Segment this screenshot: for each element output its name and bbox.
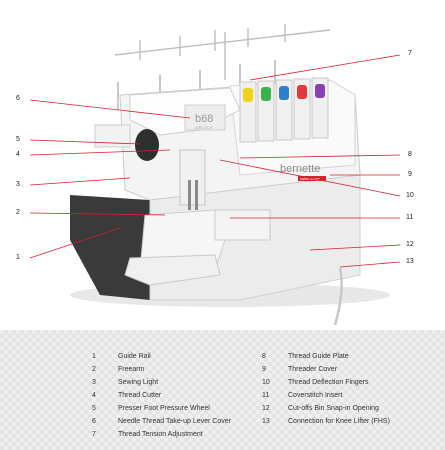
tension-dials	[239, 77, 329, 143]
base-dark	[70, 195, 150, 300]
machine-figure: b68 AIRLOCK bernette swiss design	[16, 24, 414, 326]
callout-lines	[29, 54, 401, 268]
callout-5: 5	[16, 136, 20, 143]
callout-2: 2	[16, 209, 20, 216]
brand-label: bernette	[280, 163, 320, 175]
model-label: b68	[195, 113, 213, 125]
callout-4: 4	[16, 151, 20, 158]
brand-tag: swiss design	[300, 177, 320, 181]
callout-8: 8	[408, 151, 412, 158]
callout-10: 10	[406, 192, 414, 199]
callout-3: 3	[16, 181, 20, 188]
callout-7: 7	[408, 50, 412, 57]
callout-11: 11	[406, 214, 414, 221]
handwheel	[135, 129, 159, 161]
model-sub: AIRLOCK	[195, 125, 213, 130]
callout-9: 9	[408, 171, 412, 178]
sewing-machine-illustration: b68 AIRLOCK bernette swiss design	[29, 24, 401, 326]
callout-13: 13	[406, 258, 414, 265]
callout-12: 12	[406, 241, 414, 248]
thread-stand	[114, 24, 331, 80]
needle-area	[179, 149, 206, 206]
callout-6: 6	[16, 95, 20, 102]
callout-1: 1	[16, 254, 20, 261]
power-cord	[333, 267, 343, 326]
